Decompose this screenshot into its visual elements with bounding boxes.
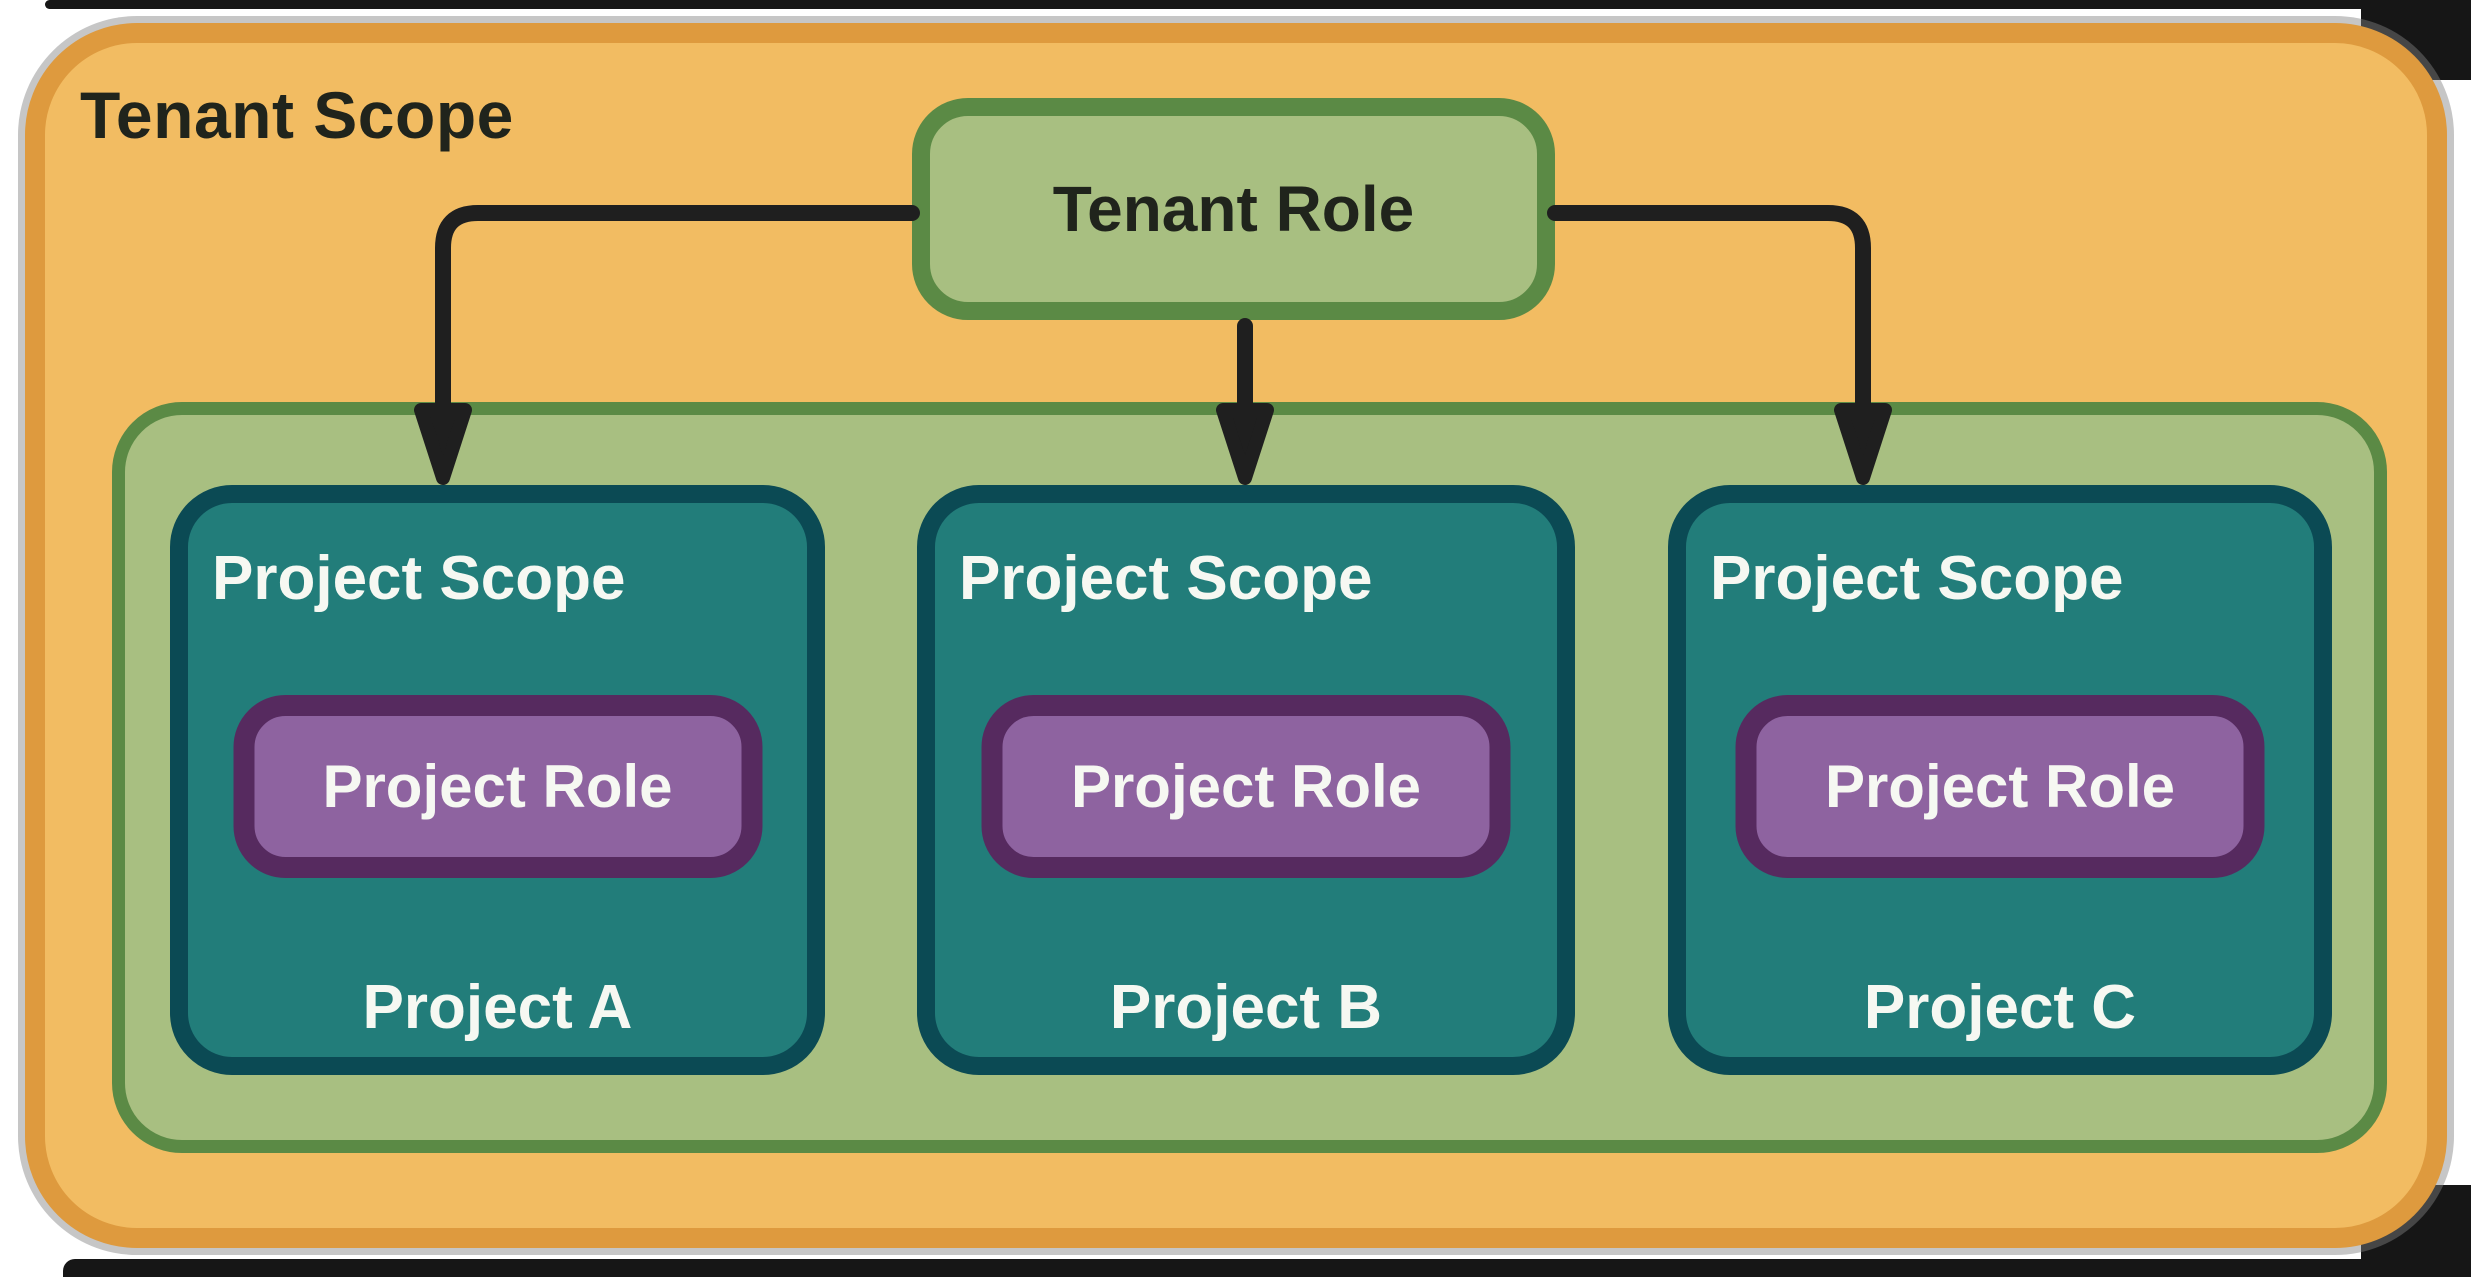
- project-role-label: Project Role: [322, 753, 673, 820]
- project-scope-label: Project Scope: [1710, 544, 2124, 613]
- project-scope-label: Project Scope: [959, 544, 1373, 613]
- screenshot-top-edge-bar: [45, 0, 2471, 9]
- project-scope-label: Project Scope: [212, 544, 626, 613]
- project-scope-box-b: Project Scope Project Role Project B: [917, 485, 1575, 1075]
- project-scope-box-c: Project Scope Project Role Project C: [1668, 485, 2332, 1075]
- project-name-label: Project B: [1109, 973, 1383, 1042]
- project-name-label: Project A: [362, 973, 633, 1042]
- project-role-box: Project Role: [981, 695, 1511, 878]
- tenant-scope-label: Tenant Scope: [80, 78, 514, 152]
- project-role-box: Project Role: [233, 695, 762, 878]
- project-role-label: Project Role: [1824, 753, 2176, 820]
- tenant-role-label: Tenant Role: [1052, 173, 1415, 245]
- project-scope-box-a: Project Scope Project Role Project A: [170, 485, 825, 1075]
- project-name-label: Project C: [1863, 973, 2137, 1042]
- project-role-label: Project Role: [1070, 753, 1422, 820]
- tenant-role-box: Tenant Role: [912, 98, 1555, 320]
- screenshot-bottom-edge-bar: [63, 1259, 2471, 1277]
- project-role-box: Project Role: [1735, 695, 2265, 878]
